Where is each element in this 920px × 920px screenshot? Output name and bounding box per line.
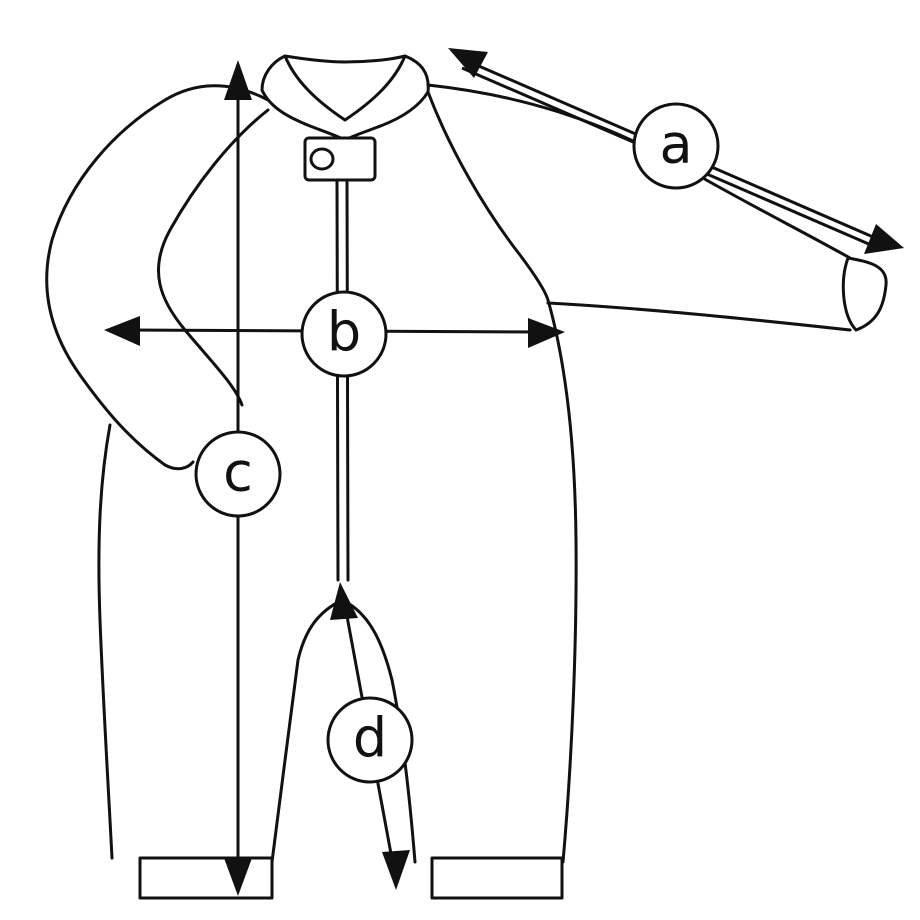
label-c-circle: [194, 430, 282, 518]
label-a: a: [632, 102, 720, 190]
label-b: b: [300, 290, 388, 378]
label-a-circle: [632, 102, 720, 190]
label-b-circle: [300, 290, 388, 378]
romper-outline: [45, 54, 888, 900]
measure-d-arrow-start: [330, 582, 358, 620]
left-sleeve-inner-seam: [156, 108, 270, 407]
collar-outer: [260, 54, 430, 142]
measure-b-arrow-start: [104, 316, 140, 346]
measure-b-arrow-end: [528, 318, 565, 348]
measure-a-arrow-start: [448, 48, 488, 78]
zipper-right-edge: [345, 178, 350, 582]
left-leg-inner: [270, 598, 344, 864]
neck-tab-snap: [309, 147, 335, 171]
left-foot-cuff: [138, 856, 274, 900]
right-sleeve-bottom: [546, 301, 852, 332]
label-d-circle: [326, 696, 414, 784]
right-sleeve-top: [426, 83, 852, 260]
zipper-left-edge: [335, 178, 340, 582]
collar-inner: [283, 54, 407, 122]
crotch-curve: [340, 598, 417, 864]
label-c: c: [194, 430, 282, 518]
label-a-text: a: [659, 113, 692, 176]
right-cuff: [841, 256, 888, 332]
measure-a-arrow-end: [864, 224, 904, 254]
right-foot-cuff: [430, 856, 564, 900]
label-c-text: c: [223, 441, 253, 504]
right-body-side: [546, 298, 578, 864]
label-b-text: b: [327, 301, 361, 364]
left-body-side: [97, 423, 114, 860]
right-raglan-seam: [426, 90, 550, 302]
left-sleeve-outline: [45, 84, 270, 471]
label-d-text: d: [353, 707, 387, 770]
measure-c-arrow-start: [224, 60, 252, 100]
measure-c-arrow-end: [224, 858, 252, 896]
label-d: d: [326, 696, 414, 784]
measure-d-arrow-end: [382, 850, 410, 890]
